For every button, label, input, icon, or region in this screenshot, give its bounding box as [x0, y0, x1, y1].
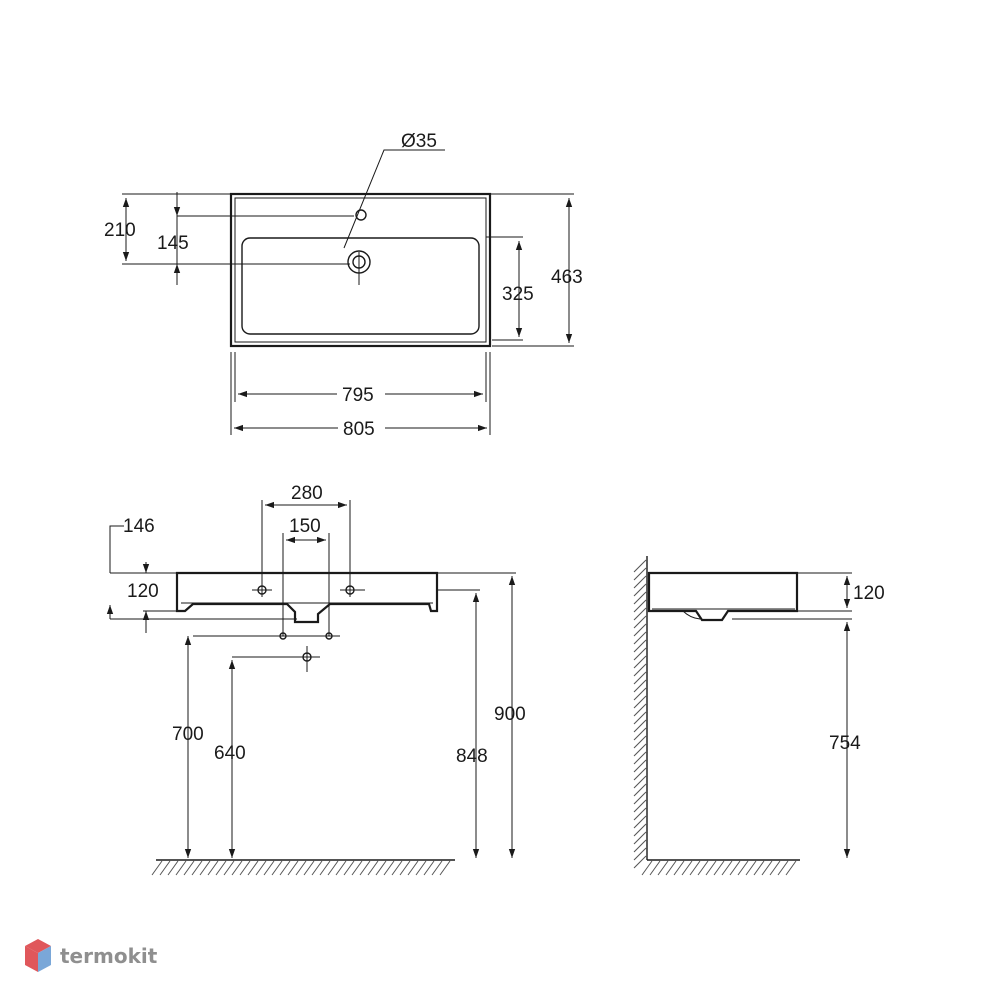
front-view: 280 150 146 120 700 640 848 [106, 483, 526, 876]
basin-outline-top [229, 192, 492, 348]
dim-463: 463 [551, 267, 583, 288]
dim-210: 210 [104, 220, 136, 241]
logo-text: termokit [60, 944, 158, 968]
dim-900: 900 [494, 704, 526, 725]
dim-146: 146 [123, 516, 155, 537]
wall-hatch [633, 559, 647, 869]
dim-145: 145 [157, 233, 189, 254]
dim-754: 754 [829, 733, 861, 754]
dim-120-side: 120 [853, 583, 885, 604]
dim-280: 280 [291, 483, 323, 504]
dim-795: 795 [342, 385, 374, 406]
top-view: Ø35 210 145 325 463 795 805 [104, 131, 583, 440]
basin-side-profile [647, 571, 799, 622]
floor-hatch-front [151, 860, 451, 876]
termokit-logo: termokit [25, 939, 158, 972]
dim-640: 640 [214, 743, 246, 764]
diameter-label: Ø35 [401, 131, 437, 152]
dim-150: 150 [289, 516, 321, 537]
dim-325: 325 [502, 284, 534, 305]
floor-hatch-side [641, 860, 797, 876]
tap-hole [355, 209, 367, 221]
basin-bowl-top [241, 237, 480, 335]
dim-805: 805 [343, 419, 375, 440]
dim-848: 848 [456, 746, 488, 767]
basin-front-profile [175, 571, 439, 624]
logo-cube-right [38, 946, 51, 972]
basin-rim-inner [234, 197, 487, 343]
dim-120-front: 120 [127, 581, 159, 602]
side-view: 120 754 [633, 556, 885, 876]
logo-cube-left [25, 946, 38, 972]
diameter-leader [343, 149, 445, 249]
dim-700: 700 [172, 724, 204, 745]
